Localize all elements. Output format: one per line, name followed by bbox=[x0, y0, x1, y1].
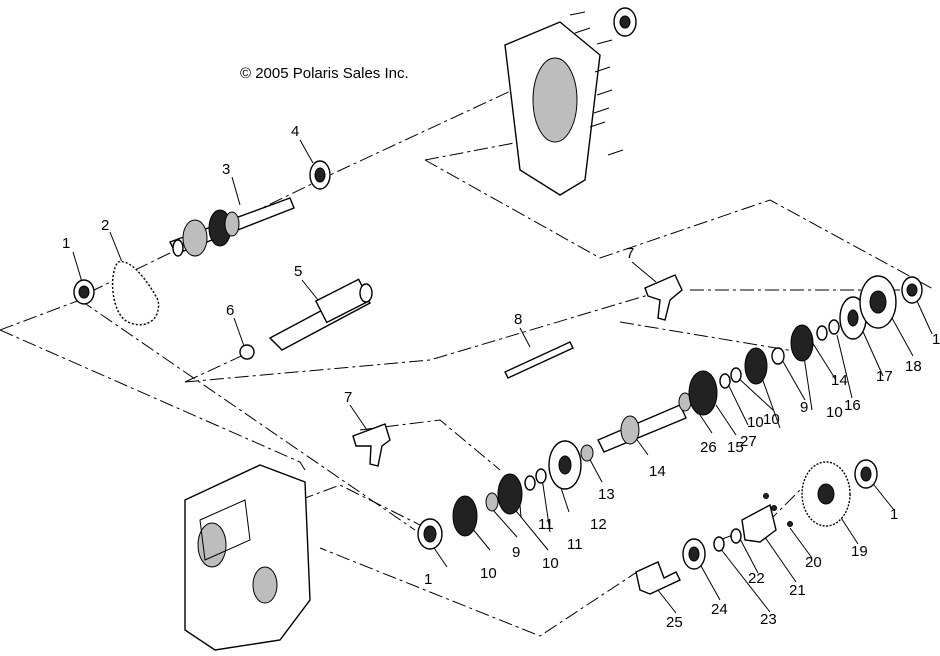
callout-7-upper: 7 bbox=[626, 245, 634, 262]
bearing-right bbox=[854, 459, 878, 489]
input-shaft bbox=[169, 197, 295, 257]
shift-rod bbox=[504, 341, 574, 379]
sprocket bbox=[801, 461, 851, 527]
callout-12: 11 bbox=[567, 536, 583, 553]
callout-15: 14 bbox=[649, 463, 666, 480]
callout-23: 22 bbox=[748, 570, 765, 587]
callout-27: 26 bbox=[700, 439, 717, 456]
bearing-mid bbox=[417, 518, 443, 550]
callout-16: 15 bbox=[727, 439, 744, 456]
callout-25: 24 bbox=[711, 601, 728, 618]
callout-5: 5 bbox=[294, 263, 302, 280]
callout-19: 18 bbox=[905, 358, 922, 375]
callout-1-bearing-left: 1 bbox=[62, 235, 70, 252]
shift-fork-lower bbox=[352, 423, 391, 467]
upper-gear-set bbox=[678, 275, 923, 416]
callout-1-bearing-mid: 1 bbox=[424, 571, 432, 588]
bearing-left bbox=[73, 279, 95, 305]
callout-7-lower: 7 bbox=[344, 389, 352, 406]
callout-8: 8 bbox=[514, 311, 522, 328]
pinion-set bbox=[635, 528, 742, 595]
drive-chain bbox=[111, 261, 160, 326]
callout-10-c: 10 bbox=[747, 414, 764, 431]
cover-bolts bbox=[569, 11, 624, 156]
callout-26: 25 bbox=[666, 614, 683, 631]
lower-gear-set bbox=[452, 440, 594, 537]
callout-13: 12 bbox=[590, 516, 607, 533]
copyright-text: © 2005 Polaris Sales Inc. bbox=[240, 65, 409, 82]
output-shaft bbox=[597, 404, 687, 453]
callout-1-bearing-far: 1 bbox=[932, 331, 940, 348]
callout-9-lower: 9 bbox=[512, 544, 520, 561]
callout-24: 23 bbox=[760, 611, 777, 628]
callout-22: 21 bbox=[789, 582, 806, 599]
callout-1-bearing-right: 1 bbox=[890, 506, 898, 523]
callout-6: 6 bbox=[226, 302, 234, 319]
callout-3: 3 bbox=[222, 161, 230, 178]
shift-shaft bbox=[268, 278, 373, 351]
callout-2: 2 bbox=[101, 217, 109, 234]
callout-9-upper: 9 bbox=[800, 399, 808, 416]
callout-17: 16 bbox=[844, 397, 861, 414]
o-ring bbox=[239, 344, 255, 360]
callout-10-a: 10 bbox=[480, 565, 497, 582]
main-case bbox=[184, 464, 311, 651]
retainer-plate bbox=[741, 493, 793, 543]
callout-28: 27 bbox=[740, 433, 757, 450]
callout-11-lower: 11 bbox=[538, 516, 554, 533]
callout-14-upper: 14 bbox=[831, 372, 848, 389]
shift-fork-upper bbox=[644, 274, 683, 321]
callout-11-upper: 10 bbox=[763, 411, 780, 428]
case-cover bbox=[504, 7, 637, 196]
bearing-4 bbox=[309, 160, 331, 190]
callout-21: 20 bbox=[805, 554, 822, 571]
callout-10-d: 10 bbox=[826, 404, 843, 421]
callout-20: 19 bbox=[851, 543, 868, 560]
callout-18: 17 bbox=[876, 368, 893, 385]
callout-10-b: 10 bbox=[542, 555, 559, 572]
callout-labels: 1 1 1 1 2 3 4 5 6 7 7 8 9 9 10 10 10 10 … bbox=[62, 123, 940, 631]
callout-4: 4 bbox=[291, 123, 299, 140]
callout-14-lower: 13 bbox=[598, 486, 615, 503]
parts bbox=[73, 7, 923, 651]
